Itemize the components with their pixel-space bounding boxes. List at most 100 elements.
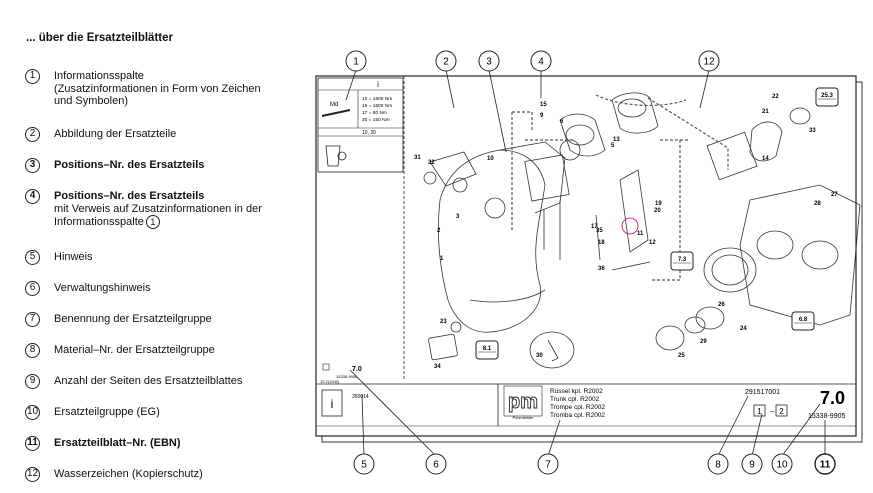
legend-text: Ersatzteilgruppe (EG) xyxy=(54,406,160,418)
part-number-5: 5 xyxy=(611,143,615,149)
callout-circle-1 xyxy=(345,50,367,72)
note-number: 7.0 xyxy=(352,366,362,373)
legend-text: Ersatzteilblatt–Nr. (EBN) xyxy=(54,437,181,449)
svg-text:–: – xyxy=(770,407,775,416)
eg-number: 7.0 xyxy=(820,388,845,408)
part-number-19: 19 xyxy=(655,201,662,207)
callout-label-5: 5 xyxy=(361,460,367,471)
info-md: Md xyxy=(330,102,338,108)
callout-label-8: 8 xyxy=(715,460,721,471)
parts-drawing xyxy=(423,92,861,369)
legend-number: 5 xyxy=(25,250,40,265)
part-number-11: 11 xyxy=(637,231,644,237)
wrench-icon xyxy=(321,109,351,117)
callout-circle-7 xyxy=(537,453,559,475)
group-name: Tromba cpl. R2002 xyxy=(550,412,605,419)
part-number-23: 23 xyxy=(440,319,447,325)
part-number-28: 28 xyxy=(814,201,821,207)
legend-number: 8 xyxy=(25,343,40,358)
legend-item-9: 9 Anzahl der Seiten des Ersatzteilblattes xyxy=(25,374,294,389)
legend-number: 10 xyxy=(25,405,40,420)
legend-item-2: 2 Abbildung der Ersatzteile xyxy=(25,127,294,142)
part-number-14: 14 xyxy=(762,156,769,162)
callout-label-2: 2 xyxy=(443,57,449,68)
ref-box xyxy=(815,87,839,107)
info-ref: 10, 20 xyxy=(362,130,376,136)
note-code: 12.2(1942) xyxy=(320,379,340,384)
callout-label-9: 9 xyxy=(749,460,755,471)
legend-text: Anzahl der Seiten des Ersatzteilblattes xyxy=(54,375,243,387)
part-number-18: 18 xyxy=(598,240,605,246)
legend-text: Informationsspalte(Zusatzinformationen i… xyxy=(54,70,261,107)
legend-number: 11 xyxy=(25,436,40,451)
ebn-number: 15338-9905 xyxy=(808,413,845,420)
reference-boxes: 25.37.36.88.1 xyxy=(475,87,839,360)
ref-box-label: 7.3 xyxy=(678,257,687,263)
legend-text: Hinweis xyxy=(54,251,93,263)
callout-label-1: 1 xyxy=(353,57,359,68)
oil-can-icon xyxy=(325,145,341,167)
info-column-box xyxy=(317,77,404,173)
legend-ref-number: 1 xyxy=(145,215,160,229)
part-number-3: 3 xyxy=(456,214,460,220)
part-number-34: 34 xyxy=(434,364,441,370)
torque-row: 10 = 1600 Nm xyxy=(362,96,392,102)
group-name: Trompe cpl. R2002 xyxy=(550,404,605,411)
sheet-frame xyxy=(315,75,857,437)
ref-box xyxy=(791,311,815,331)
pages-total: 2 xyxy=(779,407,784,416)
part-number-13: 13 xyxy=(613,137,620,143)
callout-label-3: 3 xyxy=(486,57,492,68)
ref-box-label: 6.8 xyxy=(799,317,808,323)
legend-item-10: 10 Ersatzteilgruppe (EG) xyxy=(25,405,294,420)
callout-circle-2 xyxy=(435,50,457,72)
torque-row: 15 = 1600 Nm xyxy=(362,103,392,109)
info-icon-top: i xyxy=(377,80,379,89)
part-number-35: 35 xyxy=(596,228,603,234)
torque-row: 17 = 80 Nm xyxy=(362,110,387,116)
part-number-20: 20 xyxy=(654,208,661,214)
material-number: 291517001 xyxy=(745,389,780,396)
legend-number: 12 xyxy=(25,467,40,482)
legend-text: Abbildung der Ersatzteile xyxy=(54,128,177,140)
legend-text: Verwaltungshinweis xyxy=(54,282,151,294)
part-number-21: 21 xyxy=(762,109,769,115)
callout-label-4: 4 xyxy=(538,57,544,68)
hint-info-icon xyxy=(321,389,343,417)
legend-number: 9 xyxy=(25,374,40,389)
part-number-1: 1 xyxy=(440,256,444,262)
callout-label-7: 7 xyxy=(545,460,551,471)
legend-text: Positions–Nr. des Ersatzteils xyxy=(54,159,205,171)
logo-sub: Putzmeister xyxy=(512,415,534,420)
part-number-29: 29 xyxy=(700,339,707,345)
callout-label-12: 12 xyxy=(703,57,715,68)
legend-text: Material–Nr. der Ersatzteilgruppe xyxy=(54,344,215,356)
ref-box xyxy=(475,340,499,360)
callout-circle-11 xyxy=(814,453,836,475)
logo-text: pm xyxy=(508,391,538,413)
legend-number: 4 xyxy=(25,189,40,204)
ref-box xyxy=(670,251,694,271)
legend-number: 2 xyxy=(25,127,40,142)
legend-number: 6 xyxy=(25,281,40,296)
part-number-30: 30 xyxy=(536,353,543,359)
admin-code: 350014 xyxy=(352,394,369,400)
group-name: Trunk cpl. R2002 xyxy=(550,396,600,403)
part-number-22: 22 xyxy=(772,94,779,100)
svg-text:i: i xyxy=(331,397,334,411)
legend-number: 7 xyxy=(25,312,40,327)
callout-circle-5 xyxy=(353,453,375,475)
callout-circle-3 xyxy=(478,50,500,72)
callout-label-11: 11 xyxy=(820,460,831,471)
part-number-26: 26 xyxy=(718,302,725,308)
part-number-33: 33 xyxy=(809,128,816,134)
callout-circle-8 xyxy=(707,453,729,475)
legend-text: Wasserzeichen (Kopierschutz) xyxy=(54,468,203,480)
